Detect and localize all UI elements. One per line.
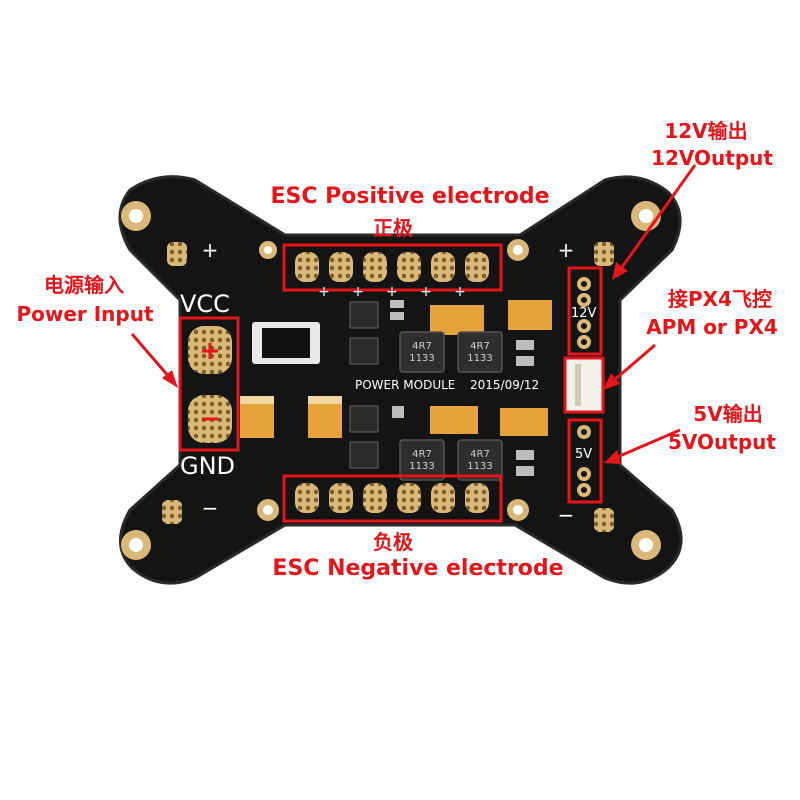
minus-sign: − [557, 503, 575, 527]
annotation-arrows [130, 164, 697, 464]
plus-sign: + [201, 238, 219, 262]
inductor-code: 4R7 [412, 449, 432, 460]
fc-connector-label-en: APM or PX4 [646, 315, 778, 339]
power-input-box [178, 316, 240, 452]
mounting-holes [121, 201, 661, 560]
inductor-code: 4R7 [470, 341, 490, 352]
plus-sign: + [557, 238, 575, 262]
vcc-plus-sign: + [199, 336, 221, 366]
esc-pad-plus-sign: + [318, 284, 330, 300]
gnd-label: GND [180, 452, 236, 480]
esc-negative-label-zh: 负极 [373, 530, 413, 554]
date-code: 2015/09/12 [470, 378, 540, 392]
power-input-label-zh: 电源输入 [44, 273, 124, 297]
esc-positive-box [282, 243, 503, 292]
inductor-code: 1133 [409, 353, 435, 364]
fc-connector-box [563, 356, 605, 414]
fc-connector-label-zh: 接PX4飞控 [668, 287, 772, 311]
esc-positive-pads [295, 252, 489, 282]
esc-negative-label-en: ESC Negative electrode [272, 556, 564, 581]
esc-negative-pads [295, 483, 489, 513]
output-12v-box [567, 266, 603, 356]
vcc-label: VCC [180, 290, 230, 318]
inductor-code: 1133 [467, 353, 493, 364]
output-12v-label-en: 12VOutput [651, 146, 773, 170]
power-input-label-en: Power Input [16, 302, 154, 326]
inductor-code: 1133 [467, 461, 493, 472]
arm-pads [162, 242, 614, 532]
esc-pad-plus-sign: + [352, 284, 364, 300]
output-headers [577, 277, 591, 497]
minus-sign: − [201, 496, 219, 520]
output-5v-label-en: 5VOutput [668, 430, 776, 454]
module-name: POWER MODULE [355, 378, 456, 392]
inductor-code: 4R7 [470, 449, 490, 460]
esc-negative-box [282, 474, 503, 523]
esc-positive-label-en: ESC Positive electrode [270, 184, 550, 209]
rail-12v-label: 12V [571, 306, 597, 321]
output-5v-box [567, 418, 603, 504]
rail-5v-label: 5V [575, 447, 593, 462]
pcb-board [118, 175, 683, 585]
esc-pad-plus-sign: + [454, 284, 466, 300]
inductor-code: 4R7 [412, 341, 432, 352]
power-input-pads [188, 326, 232, 443]
esc-pad-plus-sign: + [386, 284, 398, 300]
esc-pad-plus-sign: + [420, 284, 432, 300]
inductor-code: 1133 [409, 461, 435, 472]
output-5v-label-zh: 5V输出 [693, 402, 763, 426]
gnd-minus-sign: − [199, 404, 221, 434]
esc-positive-label-zh: 正极 [373, 216, 413, 240]
highlight-boxes [178, 243, 605, 523]
output-12v-label-zh: 12V输出 [664, 119, 748, 143]
